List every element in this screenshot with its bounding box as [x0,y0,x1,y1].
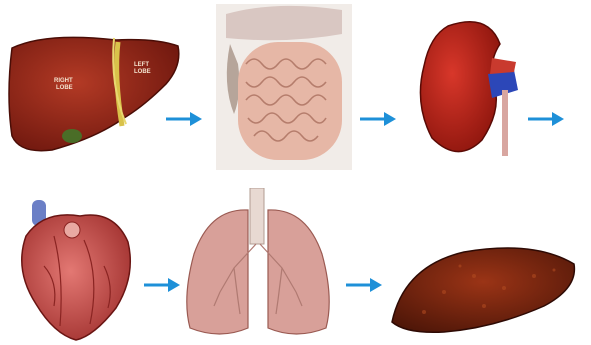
arrow-right-icon [526,110,566,128]
intestine-image [216,4,352,170]
arrow-right-icon [164,110,204,128]
spleen-image [384,236,584,336]
arrow-right-icon [358,110,398,128]
arrow-right-icon [142,276,182,294]
liver-image: RIGHT LOBE LEFT LOBE [6,26,186,156]
right-lobe-label-line2: LOBE [56,85,73,91]
arrow-right-icon [344,276,384,294]
lungs-image [180,188,336,344]
left-lobe-label-line2: LOBE [134,69,151,75]
right-lobe-label-line1: RIGHT [54,78,73,84]
heart-image [14,196,138,342]
left-lobe-label-line1: LEFT [134,62,149,68]
kidney-image [418,14,528,164]
